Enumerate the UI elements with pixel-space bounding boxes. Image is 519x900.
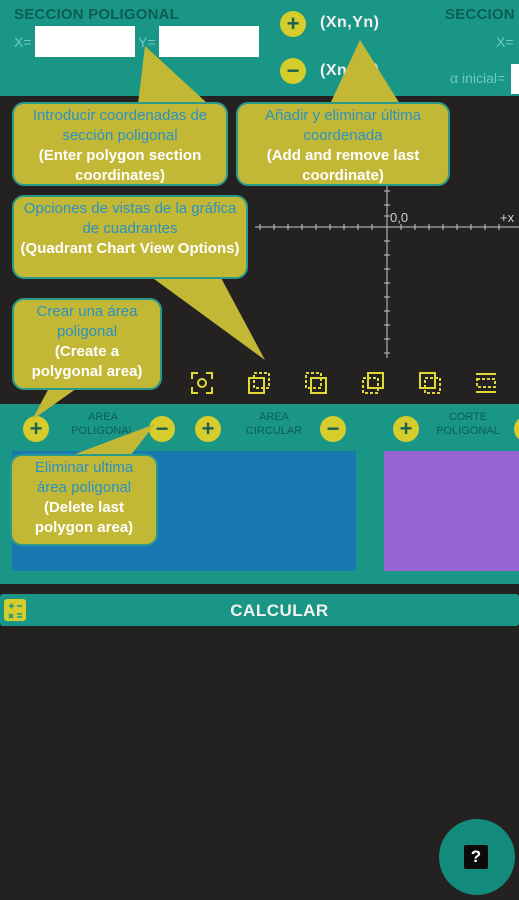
- tooltip-view-options-en: (Quadrant Chart View Options): [20, 240, 240, 257]
- tooltip-coordinates: Introducir coordenadas de sección poligo…: [12, 102, 228, 186]
- x-ticks: [259, 224, 500, 230]
- origin-label: 0,0: [390, 210, 408, 225]
- section-title: SECCION POLIGONAL: [14, 6, 180, 23]
- area-poligonal-label: AREA POLIGONAL: [71, 411, 135, 437]
- tooltip-create-area-es: Crear una área poligonal: [36, 303, 138, 340]
- quadrant-2-view-icon[interactable]: [302, 369, 330, 397]
- horizontal-view-icon[interactable]: [472, 369, 500, 397]
- quadrant-1-view-icon[interactable]: [245, 369, 273, 397]
- y-input[interactable]: [159, 26, 259, 57]
- delete-polygon-area-button[interactable]: −: [149, 416, 175, 442]
- add-coordinate-label: (Xn,Yn): [320, 14, 380, 31]
- tooltip-create-area-en: (Create a polygonal area): [31, 343, 143, 380]
- add-coordinate-button[interactable]: +: [280, 11, 306, 37]
- polygon-cut-list[interactable]: [384, 451, 519, 571]
- quadrant-chart[interactable]: 0,0 +x: [0, 96, 519, 406]
- pointer-coords: [138, 46, 208, 104]
- tooltip-view-options-es: Opciones de vistas de la gráfica de cuad…: [23, 200, 237, 237]
- create-polygon-cut-button[interactable]: +: [393, 416, 419, 442]
- quadrant-4-view-icon[interactable]: [416, 369, 444, 397]
- tooltip-coordinates-en: (Enter polygon section coordinates): [38, 147, 202, 184]
- remove-coordinate-button[interactable]: −: [280, 58, 306, 84]
- delete-polygon-cut-button[interactable]: −: [514, 416, 519, 442]
- alpha-initial-label: α inicial=: [450, 70, 506, 86]
- y-ticks: [384, 190, 390, 354]
- tooltip-add-remove-es: Añadir y eliminar última coordenada: [265, 107, 421, 144]
- x-label: X=: [14, 34, 32, 50]
- help-button[interactable]: ?: [439, 819, 515, 895]
- x-input[interactable]: [35, 26, 135, 57]
- tooltip-add-remove-en: (Add and remove last coordinate): [266, 147, 420, 184]
- right-section-title: SECCION: [445, 6, 515, 23]
- create-polygon-area-button[interactable]: +: [23, 416, 49, 442]
- create-circular-area-button[interactable]: +: [195, 416, 221, 442]
- x-axis-label: +x: [500, 210, 515, 225]
- y-label: Y=: [138, 34, 156, 50]
- right-x-label: X=: [496, 34, 514, 50]
- tooltip-delete-area-es: Eliminar ultima área poligonal: [34, 459, 134, 496]
- calculator-icon: [4, 599, 26, 621]
- help-icon: ?: [464, 845, 488, 869]
- tooltip-view-options: Opciones de vistas de la gráfica de cuad…: [12, 195, 248, 279]
- tooltip-create-area: Crear una área poligonal (Create a polyg…: [12, 298, 162, 390]
- corte-poligonal-label: CORTE POLIGONAL: [436, 411, 500, 437]
- center-view-icon[interactable]: [188, 369, 216, 397]
- pointer-delete-area: [70, 424, 155, 456]
- area-circular-label: AREA CIRCULAR: [245, 411, 303, 437]
- tooltip-delete-area: Eliminar ultima área poligonal (Delete l…: [10, 454, 158, 546]
- alpha-input[interactable]: [511, 64, 519, 94]
- calculate-button[interactable]: [0, 594, 519, 626]
- calculate-label: CALCULAR: [230, 601, 329, 620]
- tooltip-add-remove: Añadir y eliminar última coordenada (Add…: [236, 102, 450, 186]
- tooltip-coordinates-es: Introducir coordenadas de sección poligo…: [32, 107, 208, 144]
- tooltip-delete-area-en: (Delete last polygon area): [34, 499, 134, 536]
- pointer-view-options: [150, 276, 265, 360]
- pointer-create-area: [32, 386, 80, 420]
- quadrant-3-view-icon[interactable]: [359, 369, 387, 397]
- delete-circular-area-button[interactable]: −: [320, 416, 346, 442]
- pointer-add-remove: [330, 40, 400, 104]
